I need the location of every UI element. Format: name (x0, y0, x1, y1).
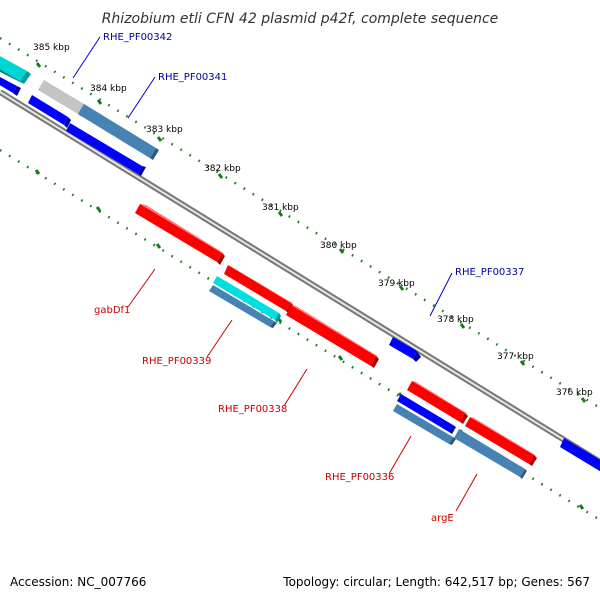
gene-arrow-cyan[interactable] (0, 55, 31, 84)
map-title: Rhizobium etli CFN 42 plasmid p42f, comp… (102, 11, 499, 27)
leader-gabdf1 (127, 268, 156, 308)
major-tick (578, 504, 585, 510)
summary-text: Topology: circular; Length: 642,517 bp; … (282, 575, 590, 589)
gene-arrow-blue-inner[interactable] (397, 394, 456, 434)
label-leaders (72, 36, 478, 512)
major-tick (337, 355, 344, 361)
gene-label-rhe-pf00337[interactable]: RHE_PF00337 (455, 267, 524, 278)
gene-label-rhe-pf00338[interactable]: RHE_PF00338 (218, 404, 287, 415)
tick-label: 383 kbp (146, 125, 183, 135)
tick-label: 379 kbp (378, 279, 415, 289)
gene-arrow-red-argE-2[interactable] (465, 417, 537, 466)
tick-label: 384 kbp (90, 84, 127, 94)
major-tick (338, 248, 345, 254)
major-ticks (34, 62, 587, 510)
gene-arrow-red-argE-1[interactable] (407, 381, 468, 424)
gene-labels: RHE_PF00342 RHE_PF00341 RHE_PF00337 gabD… (94, 32, 524, 524)
tick-label: 385 kbp (33, 43, 70, 53)
leader-arge (455, 473, 478, 512)
major-tick (398, 285, 405, 291)
forward-genes (0, 55, 600, 471)
gene-label-arge[interactable]: argE (431, 513, 454, 524)
gene-arrow-steelblue-outer[interactable] (78, 104, 159, 160)
gene-arrow-cyan-inner[interactable] (213, 276, 281, 323)
gene-label-rhe-pf00339[interactable]: RHE_PF00339 (142, 356, 211, 367)
major-tick (217, 173, 224, 179)
leader-rhe-pf00341 (127, 76, 156, 119)
gene-arrow-steelblue-inner-1[interactable] (209, 285, 277, 328)
tick-label: 381 kbp (262, 203, 299, 213)
tick-row-inner (0, 148, 600, 522)
tick-row-outer (0, 36, 600, 410)
major-tick (34, 169, 41, 175)
leader-rhe-pf00337 (429, 272, 453, 317)
leader-rhe-pf00338 (283, 368, 308, 407)
leader-rhe-pf00339 (206, 319, 233, 358)
reverse-genes (135, 204, 537, 479)
tick-label: 382 kbp (204, 164, 241, 174)
tick-label: 380 kbp (320, 241, 357, 251)
tick-label: 378 kbp (437, 315, 474, 325)
gene-arrow-blue-left[interactable] (0, 76, 21, 96)
gene-label-gabdf1[interactable]: gabDf1 (94, 305, 130, 316)
major-tick (95, 206, 102, 212)
gene-arrow-steelblue-inner-2[interactable] (393, 404, 456, 445)
gene-label-rhe-pf00341[interactable]: RHE_PF00341 (158, 72, 227, 83)
gene-arrow-blue-outer-1[interactable] (28, 95, 71, 128)
major-tick (35, 62, 42, 68)
major-tick (155, 243, 162, 249)
major-tick (459, 323, 466, 329)
gene-arrow-blue-right[interactable] (560, 438, 600, 471)
major-tick (96, 99, 103, 105)
tick-labels: 385 kbp 384 kbp 383 kbp 382 kbp 381 kbp … (33, 43, 593, 398)
major-tick (580, 397, 587, 403)
major-tick (519, 360, 526, 366)
major-tick (156, 136, 163, 142)
accession-text: Accession: NC_007766 (10, 575, 146, 589)
gene-arrow-blue-mid[interactable] (389, 337, 421, 362)
gene-arrow-red-gabdf1[interactable] (135, 204, 225, 265)
leader-rhe-pf00342 (72, 36, 101, 79)
tick-label: 377 kbp (497, 352, 534, 362)
major-tick (277, 211, 284, 217)
gene-label-rhe-pf00342[interactable]: RHE_PF00342 (103, 32, 172, 43)
gene-arrow-steelblue-inner-3[interactable] (454, 429, 527, 479)
gene-arrow-red-pf00338[interactable] (286, 305, 379, 368)
backbone-highlight (0, 91, 600, 463)
tick-label: 376 kbp (556, 388, 593, 398)
gene-label-rhe-pf00336[interactable]: RHE_PF00336 (325, 472, 394, 483)
leader-rhe-pf00336 (388, 435, 412, 475)
gene-arrow-blue-outer-2[interactable] (66, 123, 146, 176)
